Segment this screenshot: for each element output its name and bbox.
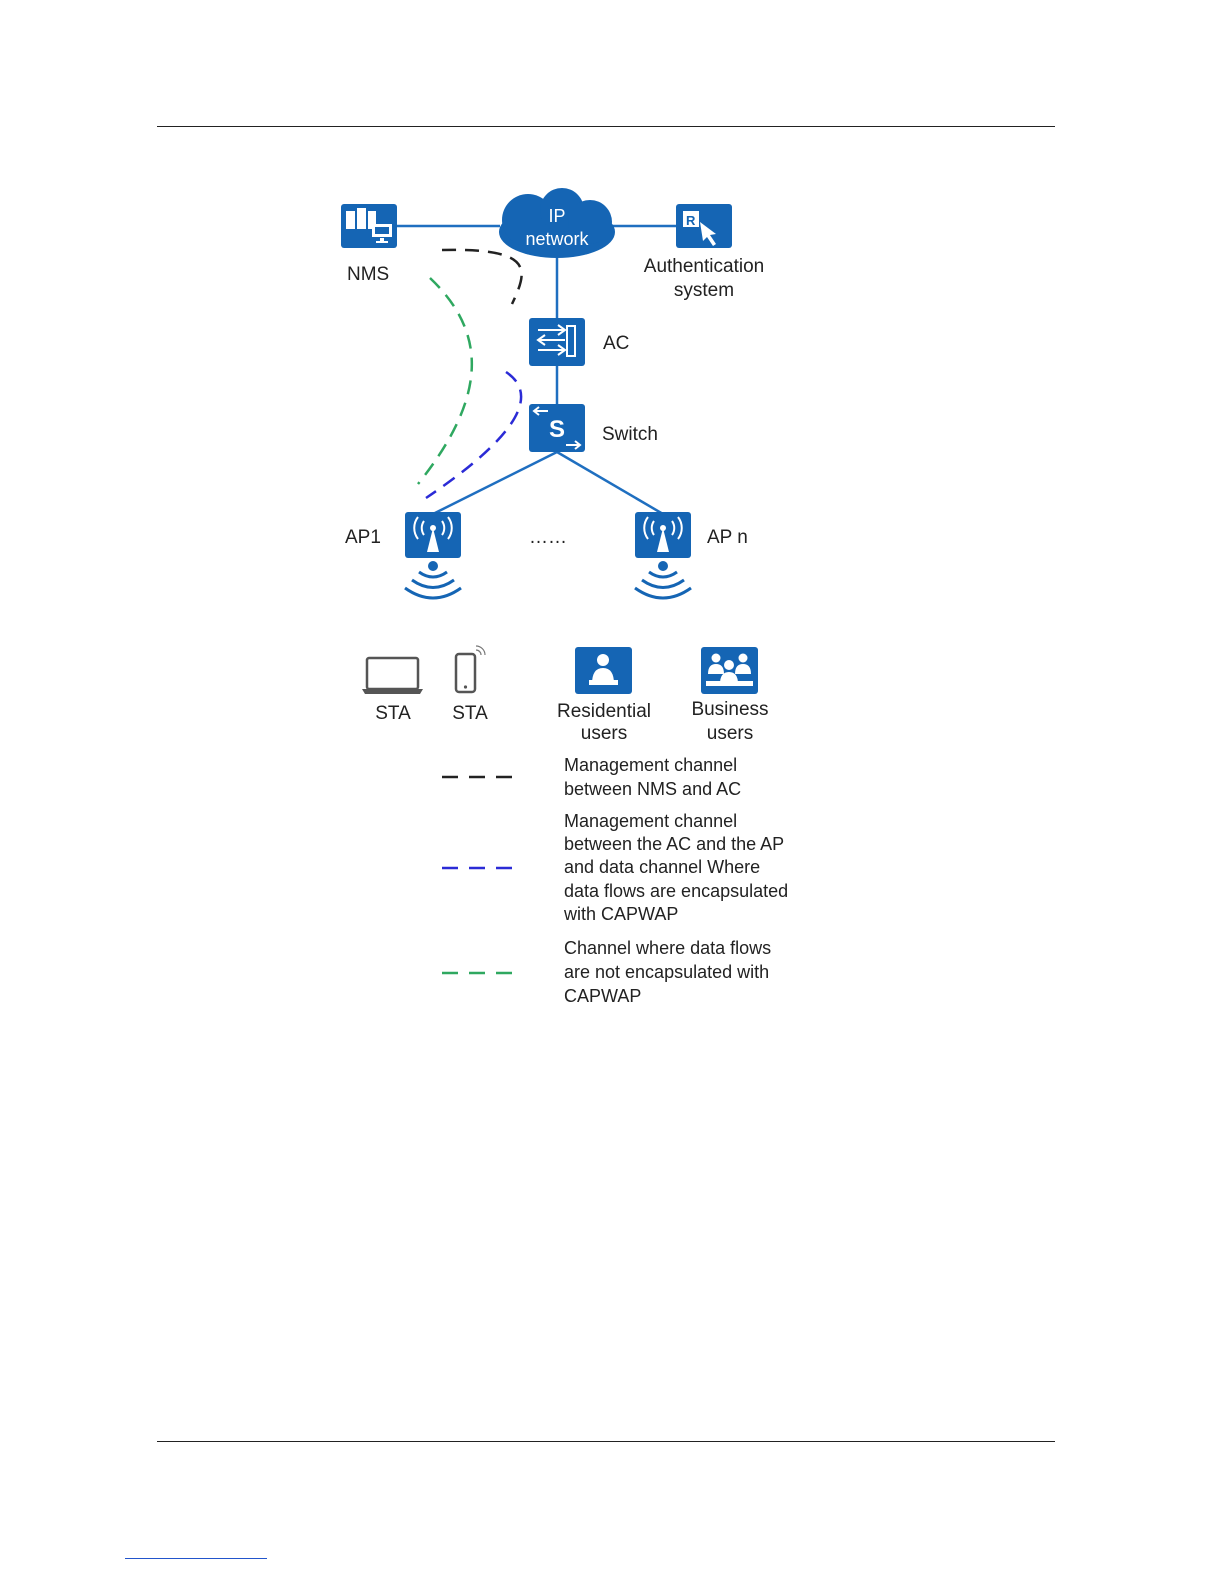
business-users-icon (701, 647, 758, 694)
link-switch-ap1 (432, 450, 558, 516)
network-links (397, 224, 676, 516)
business-label-line1: Business (691, 699, 768, 720)
ap1-label: AP1 (345, 527, 381, 548)
apn-label: AP n (707, 527, 748, 548)
svg-text:S: S (549, 416, 565, 443)
ip-network-label-line1: IP (548, 206, 565, 226)
legend-2-line5: with CAPWAP (563, 904, 678, 924)
legend-1-line2: between NMS and AC (564, 779, 741, 799)
wireless-ap-icon (404, 512, 462, 600)
server-monitor-icon (341, 204, 397, 248)
ap-ellipsis: …… (529, 527, 567, 548)
legend: Management channel between NMS and AC Ma… (442, 755, 788, 1006)
footer-link-underline (125, 1558, 267, 1559)
residential-user-icon (575, 647, 632, 694)
cloud-icon (499, 188, 615, 258)
link-switch-apn (556, 450, 664, 516)
wireless-ap-icon (634, 512, 692, 600)
channel-unencapsulated-curve (417, 277, 473, 485)
sta-phone-label: STA (452, 703, 488, 724)
legend-2-line1: Management channel (564, 811, 737, 831)
channel-nms-ac-curve (441, 248, 523, 305)
switch-icon: S (529, 404, 585, 452)
legend-2-line4: data flows are encapsulated (564, 881, 788, 901)
legend-3-line3: CAPWAP (564, 986, 641, 1006)
auth-system-label-line2: system (674, 280, 734, 301)
phone-icon (454, 645, 486, 694)
sta-laptop-label: STA (375, 703, 411, 724)
legend-3-line1: Channel where data flows (564, 938, 771, 958)
switch-label: Switch (602, 424, 658, 445)
nms-label: NMS (347, 264, 389, 285)
auth-pointer-icon: R (676, 204, 732, 248)
residential-label-line1: Residential (557, 701, 651, 722)
channel-ac-ap-curve (425, 370, 523, 500)
legend-2-line2: between the AC and the AP (564, 834, 784, 854)
ac-controller-icon (529, 318, 585, 366)
laptop-icon (362, 656, 423, 694)
header-rule (157, 126, 1055, 127)
footer-rule (157, 1441, 1055, 1442)
svg-text:R: R (686, 213, 696, 228)
auth-system-label-line1: Authentication (644, 256, 764, 277)
ac-label: AC (603, 333, 629, 354)
legend-3-line2: are not encapsulated with (564, 962, 769, 982)
legend-2-line3: and data channel Where (564, 857, 760, 877)
legend-1-line1: Management channel (564, 755, 737, 775)
ip-network-label-line2: network (525, 229, 589, 249)
business-label-line2: users (707, 723, 753, 744)
residential-label-line2: users (581, 723, 627, 744)
